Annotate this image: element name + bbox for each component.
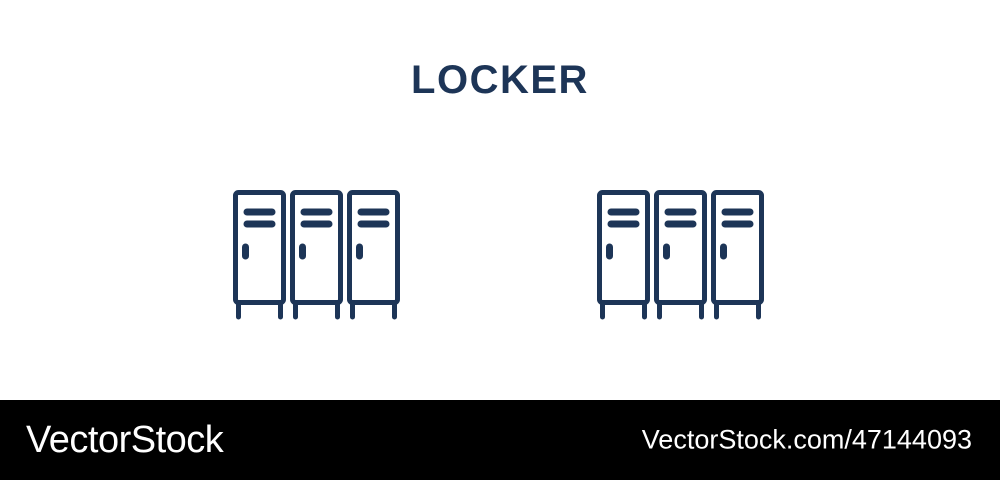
locker-group-right [592, 185, 772, 330]
locker-body-outline [347, 190, 400, 305]
locker-body-outline [711, 190, 764, 305]
locker-icon-2 [290, 190, 343, 320]
locker-body-outline [290, 190, 343, 305]
illustration-canvas: LOCKER [228, 58, 772, 330]
locker-icon-1 [233, 190, 286, 320]
vectorstock-logo: VectorStock [26, 419, 224, 461]
locker-body-outline [597, 190, 650, 305]
locker-group-right-graphic [597, 190, 764, 320]
locker-icon-3 [711, 190, 764, 320]
page-title: LOCKER [411, 58, 589, 102]
locker-group-left [228, 185, 408, 330]
locker-icon-1 [597, 190, 650, 320]
locker-group-left-graphic [233, 190, 400, 320]
vectorstock-url: VectorStock.com/47144093 [641, 424, 972, 455]
locker-icon-3 [347, 190, 400, 320]
watermark-footer-bar: VectorStock VectorStock.com/47144093 [0, 400, 1000, 480]
locker-body-outline [233, 190, 286, 305]
locker-body-outline [654, 190, 707, 305]
locker-icon-2 [654, 190, 707, 320]
